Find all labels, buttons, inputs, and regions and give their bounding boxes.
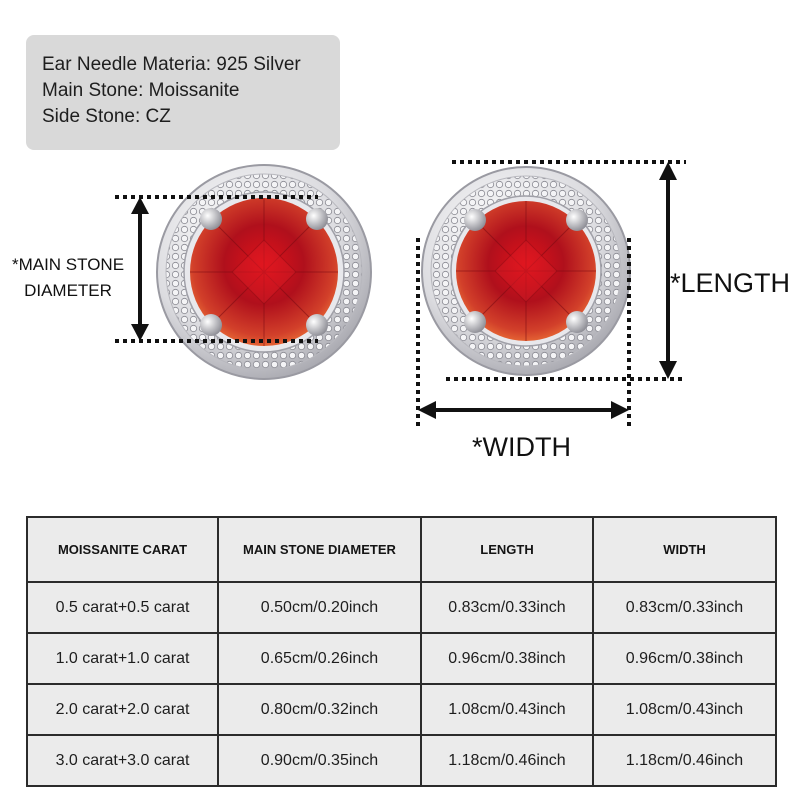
cell-width: 0.96cm/0.38inch	[592, 632, 777, 685]
cell-length: 1.18cm/0.46inch	[420, 734, 594, 787]
cell-length: 1.08cm/0.43inch	[420, 683, 594, 736]
cell-diameter: 0.50cm/0.20inch	[217, 581, 422, 634]
earring-left	[156, 164, 372, 380]
earring-right	[421, 166, 631, 376]
header-length: LENGTH	[420, 516, 594, 583]
length-marker	[446, 160, 686, 381]
main-stone-diameter-marker	[115, 195, 318, 343]
table-row: 0.5 carat+0.5 carat 0.50cm/0.20inch 0.83…	[26, 581, 777, 634]
cell-carat: 1.0 carat+1.0 carat	[26, 632, 219, 685]
main-stone-label-line1: *MAIN STONE	[11, 255, 125, 274]
length-label: *LENGTH	[670, 268, 791, 298]
spec-main-stone: Main Stone: Moissanite	[42, 80, 240, 101]
table-header-row: MOISSANITE CARAT MAIN STONE DIAMETER LEN…	[26, 516, 777, 583]
cell-diameter: 0.80cm/0.32inch	[217, 683, 422, 736]
cell-carat: 3.0 carat+3.0 carat	[26, 734, 219, 787]
spec-box: Ear Needle Materia: 925 Silver Main Ston…	[26, 35, 340, 150]
cell-diameter: 0.65cm/0.26inch	[217, 632, 422, 685]
cell-length: 0.83cm/0.33inch	[420, 581, 594, 634]
spec-ear-needle: Ear Needle Materia: 925 Silver	[42, 54, 301, 75]
header-width: WIDTH	[592, 516, 777, 583]
cell-length: 0.96cm/0.38inch	[420, 632, 594, 685]
spec-side-stone: Side Stone: CZ	[42, 106, 171, 127]
cell-diameter: 0.90cm/0.35inch	[217, 734, 422, 787]
cell-width: 1.18cm/0.46inch	[592, 734, 777, 787]
table-row: 1.0 carat+1.0 carat 0.65cm/0.26inch 0.96…	[26, 632, 777, 685]
cell-width: 0.83cm/0.33inch	[592, 581, 777, 634]
width-marker	[416, 238, 631, 428]
cell-width: 1.08cm/0.43inch	[592, 683, 777, 736]
earring-diagram	[115, 160, 686, 428]
cell-carat: 2.0 carat+2.0 carat	[26, 683, 219, 736]
main-stone-label-line2: DIAMETER	[24, 281, 112, 300]
table-row: 3.0 carat+3.0 carat 0.90cm/0.35inch 1.18…	[26, 734, 777, 787]
width-label: *WIDTH	[472, 432, 571, 462]
table-row: 2.0 carat+2.0 carat 0.80cm/0.32inch 1.08…	[26, 683, 777, 736]
size-table: MOISSANITE CARAT MAIN STONE DIAMETER LEN…	[26, 516, 777, 787]
header-main-stone-diameter: MAIN STONE DIAMETER	[217, 516, 422, 583]
cell-carat: 0.5 carat+0.5 carat	[26, 581, 219, 634]
header-moissanite-carat: MOISSANITE CARAT	[26, 516, 219, 583]
main-stone-diameter-label: *MAIN STONE DIAMETER	[0, 252, 136, 304]
